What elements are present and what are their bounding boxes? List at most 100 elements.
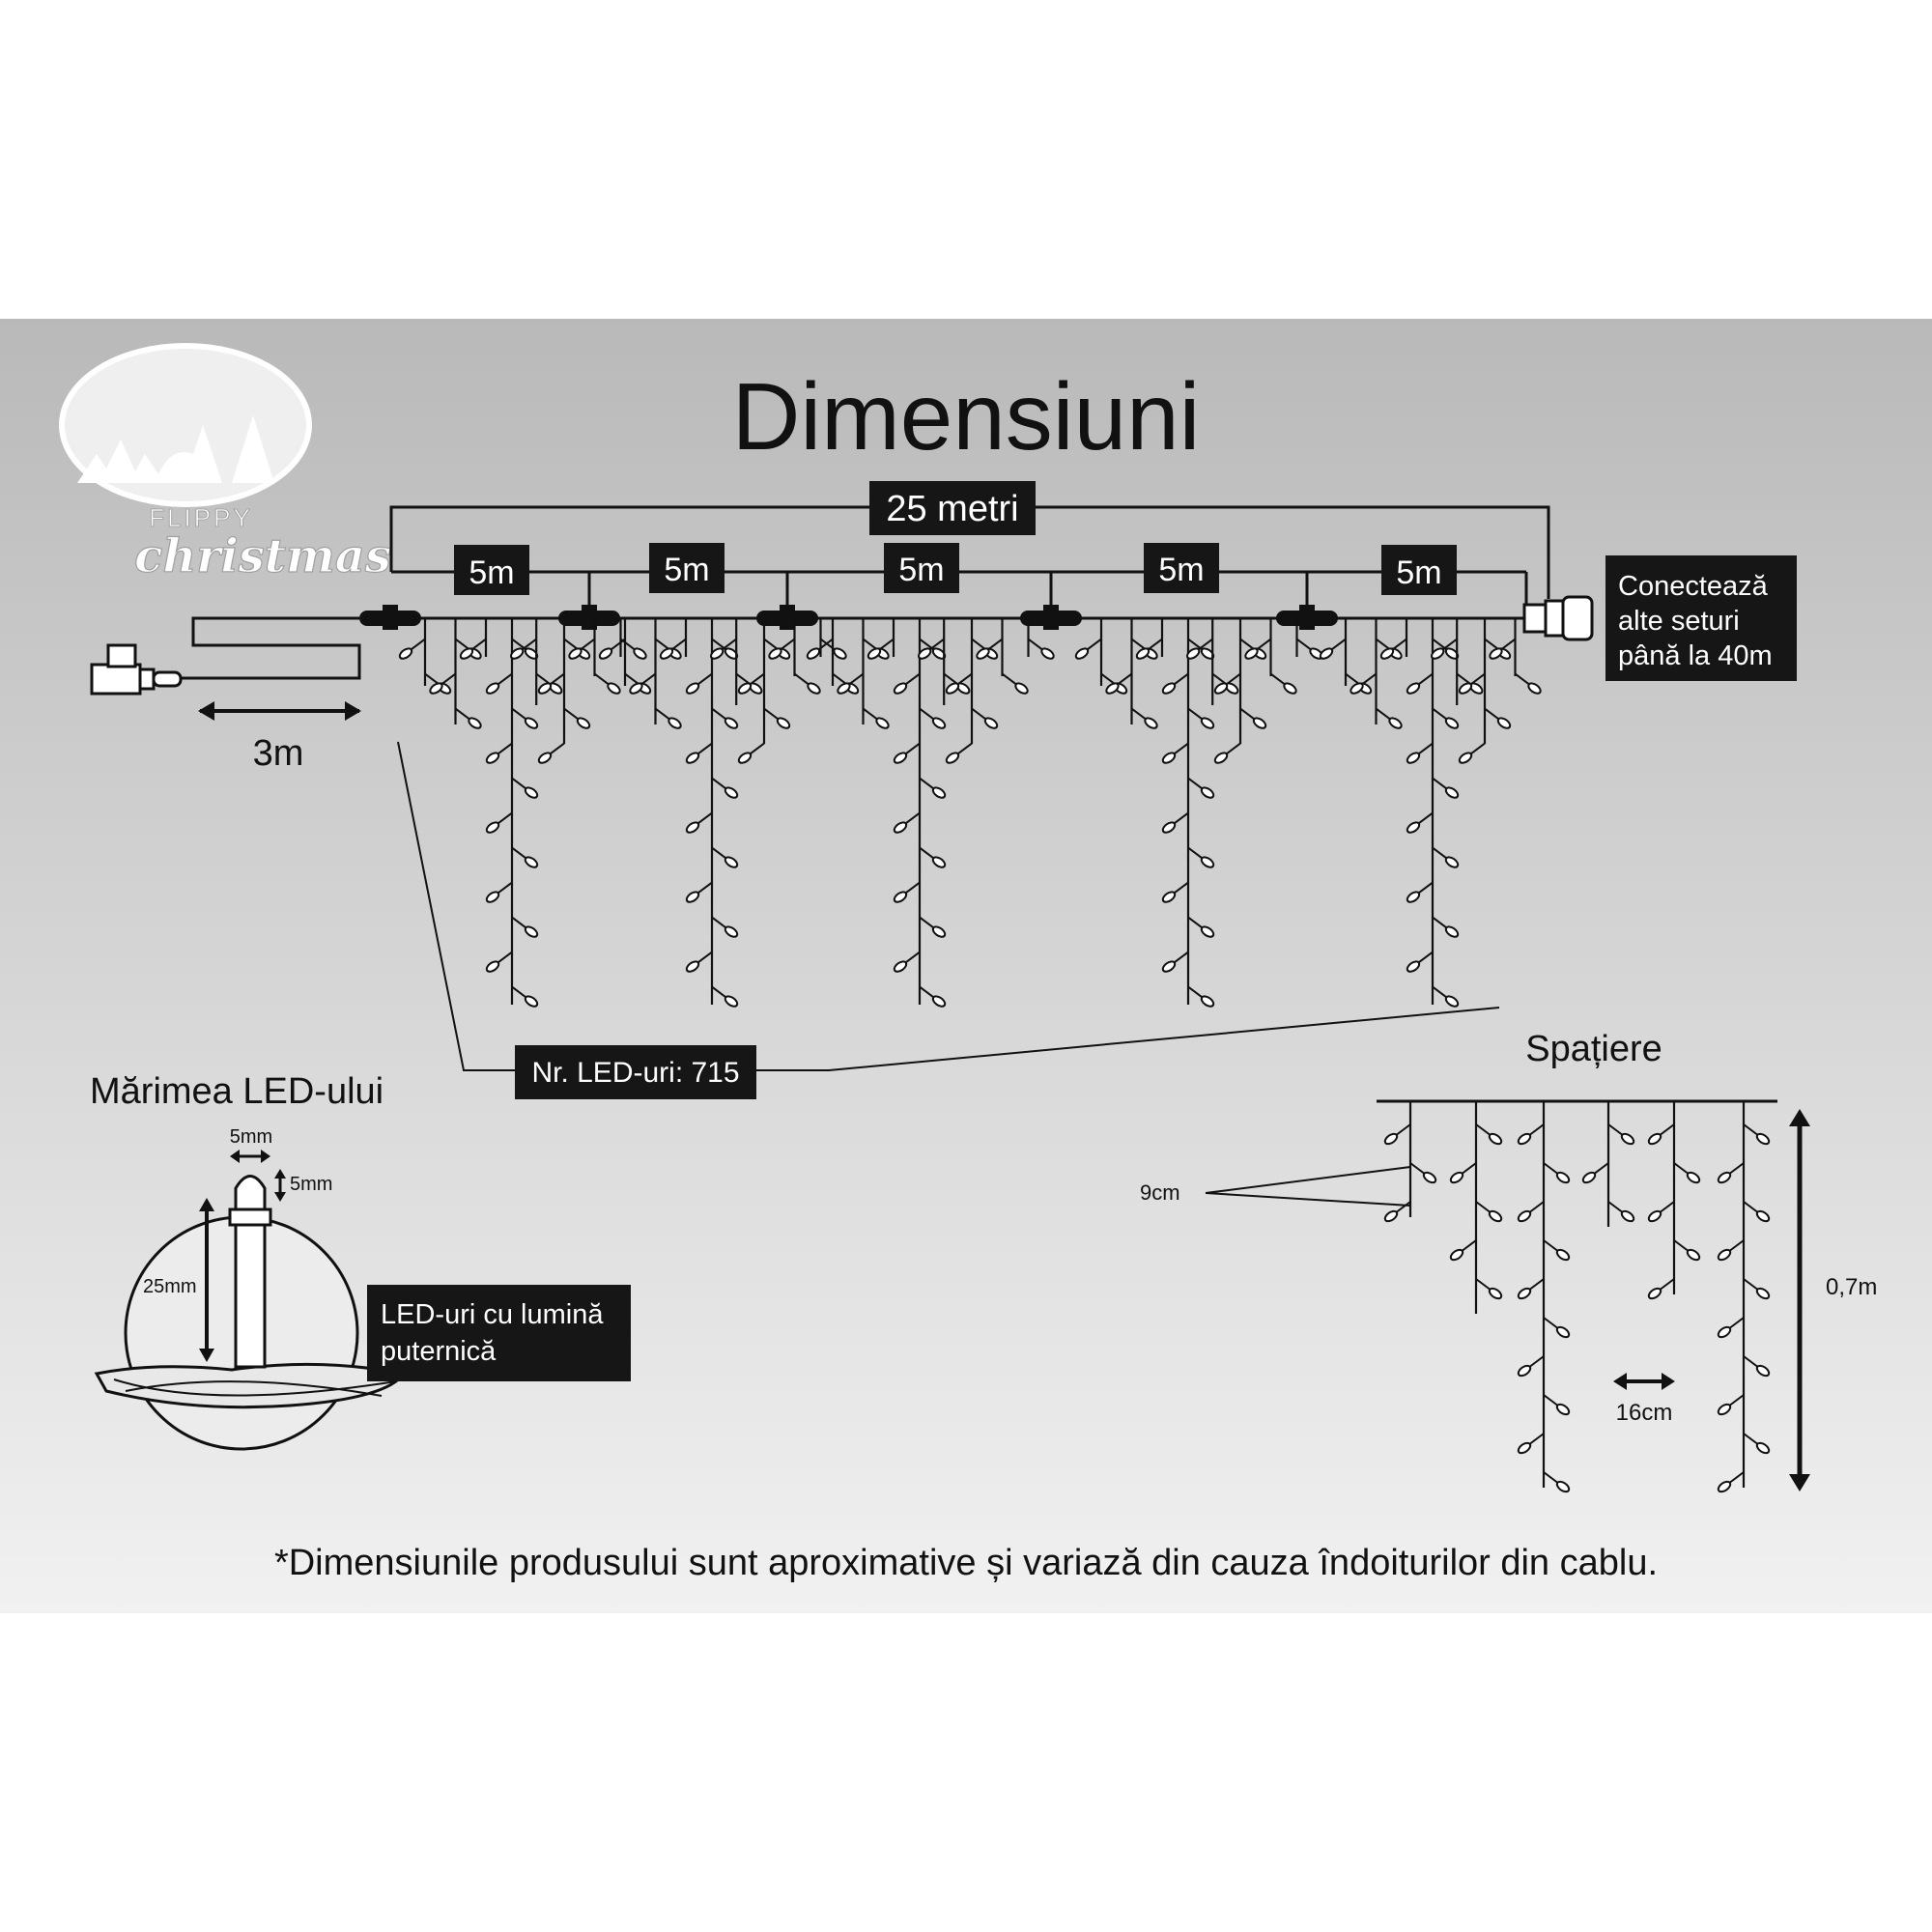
- led-stem: [1468, 672, 1486, 687]
- led-bulb-icon: [1200, 856, 1215, 868]
- led-stem: [696, 742, 713, 756]
- led-stem: [469, 638, 487, 652]
- led-bulb-icon: [685, 891, 700, 903]
- led-size-title: Mărimea LED-ului: [90, 1071, 384, 1112]
- led-bulb-icon: [1488, 1209, 1503, 1223]
- led-stem: [1592, 1162, 1609, 1176]
- logo-tree-icon: [184, 415, 274, 483]
- led-stem: [1172, 742, 1189, 756]
- led-bulb-icon: [633, 647, 647, 660]
- led-bulb-icon: [1496, 717, 1512, 729]
- led-note-line-1: LED-uri cu lumină: [381, 1299, 604, 1330]
- logo-script: christmas: [134, 529, 391, 583]
- led-bulb-icon: [724, 786, 739, 799]
- led-bulb-icon: [1755, 1364, 1771, 1378]
- led-bulb-icon: [1406, 960, 1421, 973]
- led-stem: [1187, 985, 1205, 1000]
- led-bulb-icon: [1252, 717, 1267, 729]
- led-stem: [496, 881, 513, 895]
- led-stem: [903, 672, 921, 687]
- led-count-label: Nr. LED-uri: 715: [531, 1057, 739, 1089]
- led-stem: [511, 777, 528, 791]
- led-bulb: [234, 1175, 267, 1209]
- led-stem: [1115, 672, 1133, 687]
- lead-length-label: 3m: [253, 733, 304, 774]
- led-stem: [1390, 638, 1407, 652]
- led-bulb-icon: [1161, 752, 1177, 764]
- led-bulb-icon: [1444, 786, 1460, 799]
- led-bulb-icon: [485, 682, 500, 695]
- led-bulb-icon: [1406, 752, 1421, 764]
- led-stem: [1498, 638, 1517, 652]
- led-note-line-2: puternică: [381, 1336, 497, 1367]
- led-bulb-icon: [931, 856, 947, 868]
- led-bulb-icon: [768, 647, 782, 660]
- led-stem: [919, 916, 936, 930]
- led-bulb-icon: [1555, 1480, 1571, 1493]
- led-stem: [548, 672, 565, 687]
- led-bulb-icon: [1200, 995, 1215, 1008]
- led-stem: [903, 951, 921, 965]
- led-stem: [711, 846, 728, 861]
- led-bulb-icon: [1319, 647, 1334, 660]
- connector-icon: [359, 605, 421, 630]
- led-bulb-icon: [1014, 682, 1029, 695]
- led-bulb-icon: [1647, 1132, 1662, 1146]
- led-stem: [919, 985, 936, 1000]
- led-stem: [1743, 1433, 1760, 1446]
- led-bulb-icon: [1555, 1171, 1571, 1184]
- led-bulb-icon: [576, 717, 591, 729]
- connector-icon: [756, 605, 818, 630]
- vertical-spacing-leader: [1205, 1166, 1411, 1207]
- led-stem: [1727, 1239, 1745, 1253]
- segment-label-1: 5m: [469, 554, 514, 591]
- led-bulb-icon: [668, 717, 682, 729]
- led-stem: [409, 638, 426, 652]
- led-bulb-icon: [1620, 1209, 1635, 1223]
- spacing-strands: [1383, 1101, 1771, 1493]
- led-bulb-icon: [931, 995, 947, 1008]
- led-bulb-icon: [1213, 752, 1229, 764]
- led-bulb-icon: [1581, 1171, 1597, 1184]
- segment-label-box: [649, 543, 724, 593]
- led-stem: [1658, 1123, 1675, 1137]
- led-height-label: 25mm: [143, 1276, 197, 1297]
- led-stem: [454, 707, 472, 722]
- led-stem: [548, 742, 565, 756]
- segment-label-box: [454, 545, 529, 595]
- led-stem: [877, 638, 895, 652]
- led-stem: [1269, 672, 1288, 687]
- led-bulb-icon: [1161, 821, 1177, 834]
- led-stem: [1394, 1123, 1411, 1137]
- led-stem: [1673, 1162, 1690, 1176]
- led-stem: [639, 672, 657, 687]
- led-bulb-icon: [524, 995, 539, 1008]
- led-count-leader: [397, 741, 1500, 1071]
- led-bulb-icon: [1686, 1248, 1701, 1262]
- led-bulb-icon: [945, 682, 960, 695]
- led-body: [234, 1206, 267, 1369]
- led-bulb-icon: [1422, 1171, 1437, 1184]
- led-bulb-icon: [1449, 1248, 1464, 1262]
- led-stem: [748, 672, 765, 687]
- led-bulb-icon: [1388, 717, 1403, 729]
- led-bulb-icon: [598, 647, 613, 660]
- led-bulb-icon: [833, 647, 847, 660]
- led-bulb-icon: [607, 682, 621, 695]
- led-bulb-icon: [524, 786, 539, 799]
- led-note-box: [367, 1285, 631, 1381]
- led-bulb-icon: [1489, 647, 1503, 660]
- led-stem: [1743, 1278, 1760, 1292]
- led-stem: [1432, 846, 1449, 861]
- led-bulb-icon: [1383, 1132, 1399, 1146]
- led-stem: [816, 638, 834, 652]
- led-stem: [609, 638, 626, 652]
- led-bulb-icon: [807, 682, 821, 695]
- led-stem: [1527, 1355, 1545, 1369]
- led-stem: [511, 707, 528, 722]
- led-stem: [1543, 1239, 1560, 1253]
- drop-length-label: 0,7m: [1826, 1274, 1877, 1300]
- led-bulb-icon: [685, 821, 700, 834]
- led-bulb-icon: [1161, 960, 1177, 973]
- led-stem: [1416, 951, 1434, 965]
